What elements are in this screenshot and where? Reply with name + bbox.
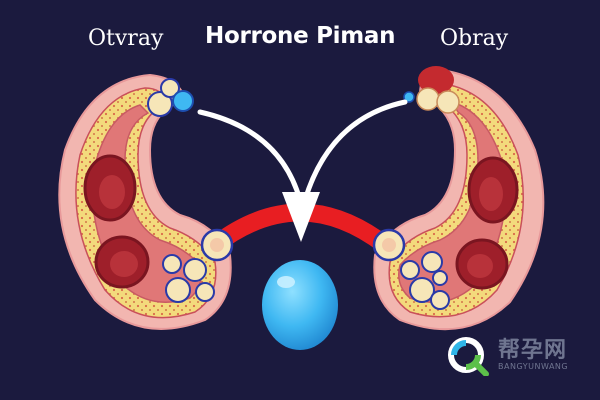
watermark-main-text: 帮孕网 [498,337,568,363]
right-blue-cell [403,91,415,103]
left-arrow [197,109,303,203]
watermark-sub-text: BANGYUNWANG [498,362,569,371]
right-arrow [302,99,408,203]
left-ovary-label: Otvray [88,26,164,51]
blue-droplet [262,260,338,350]
watermark: 帮孕网 BANGYUNWANG [440,330,590,380]
right-ovary-label: Obray [440,26,509,51]
right-ovary [372,66,545,331]
right-red-cap [418,66,454,94]
left-blue-cell [172,90,194,112]
arrow-head [282,192,320,242]
diagram-title: Horrone Piman [205,23,396,49]
watermark-logo-icon [448,337,489,376]
left-ovary [58,73,234,330]
